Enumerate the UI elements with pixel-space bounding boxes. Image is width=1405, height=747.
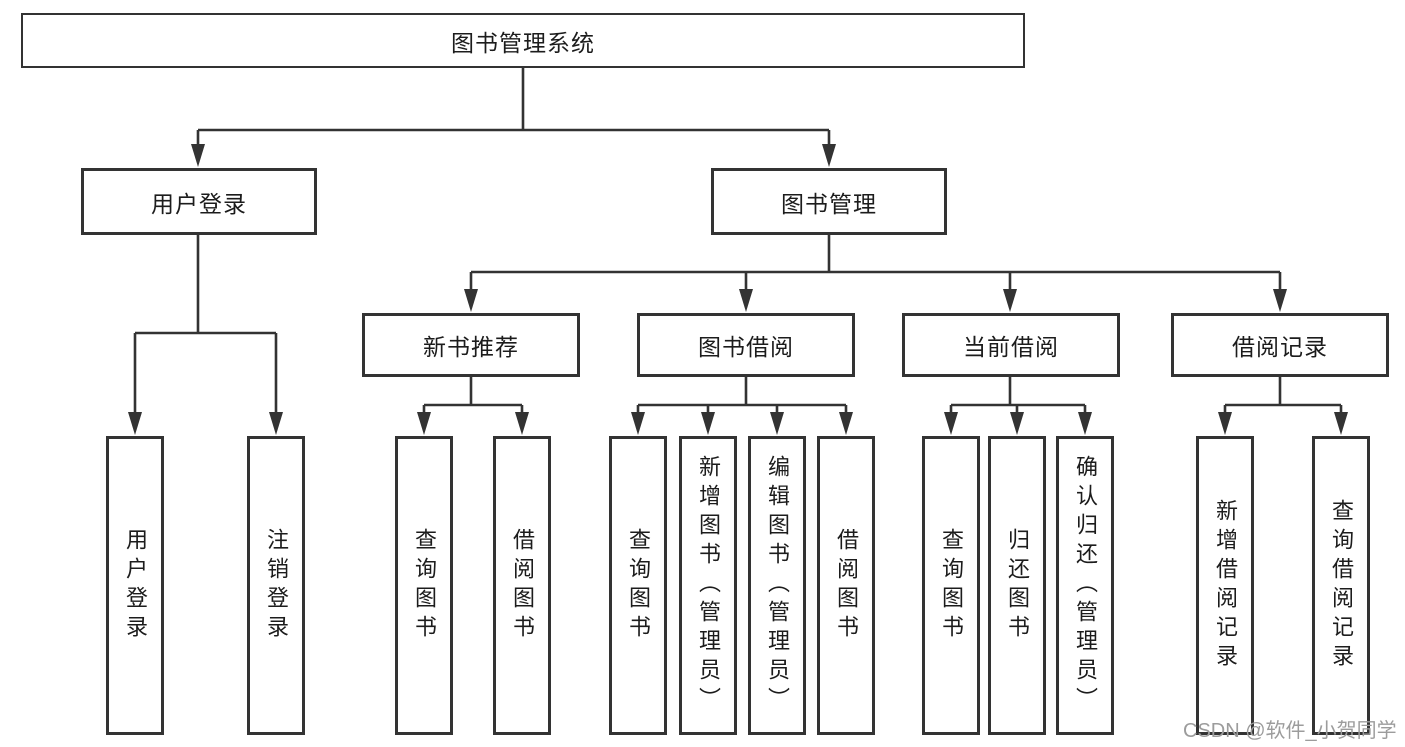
leaf-return-books: 归还图书 (988, 436, 1046, 735)
leaf-user-login: 用户登录 (106, 436, 164, 735)
leaf-query-books-borrow: 查询图书 (609, 436, 667, 735)
leaf-query-books-recommend: 查询图书 (395, 436, 453, 735)
leaf-label: 借阅图书 (834, 527, 859, 644)
leaf-label: 查询图书 (412, 527, 437, 644)
leaf-edit-books-admin: 编辑图书（管理员） (748, 436, 806, 735)
leaf-confirm-return-admin: 确认归还（管理员） (1056, 436, 1114, 735)
leaf-add-books-admin: 新增图书（管理员） (679, 436, 737, 735)
leaf-label: 新增图书（管理员） (696, 455, 721, 716)
node-library-management-system: 图书管理系统 (21, 13, 1025, 68)
node-book-borrowing: 图书借阅 (637, 313, 855, 377)
leaf-label: 查询图书 (939, 527, 964, 644)
leaf-label: 确认归还（管理员） (1073, 455, 1098, 716)
leaf-borrow-books: 借阅图书 (817, 436, 875, 735)
csdn-watermark: CSDN @软件_小贺同学 (1183, 720, 1397, 742)
leaf-borrow-books-recommend: 借阅图书 (493, 436, 551, 735)
leaf-label: 编辑图书（管理员） (765, 455, 790, 716)
leaf-query-borrow-record: 查询借阅记录 (1312, 436, 1370, 735)
leaf-query-books-current: 查询图书 (922, 436, 980, 735)
node-borrowing-records: 借阅记录 (1171, 313, 1389, 377)
leaf-label: 注销登录 (264, 527, 289, 644)
node-current-borrowing: 当前借阅 (902, 313, 1120, 377)
leaf-label: 新增借阅记录 (1213, 498, 1238, 673)
node-user-login: 用户登录 (81, 168, 317, 235)
leaf-add-borrow-record: 新增借阅记录 (1196, 436, 1254, 735)
leaf-label: 查询图书 (626, 527, 651, 644)
leaf-label: 查询借阅记录 (1329, 498, 1354, 673)
node-new-book-recommendation: 新书推荐 (362, 313, 580, 377)
leaf-label: 借阅图书 (510, 527, 535, 644)
leaf-logout: 注销登录 (247, 436, 305, 735)
leaf-label: 用户登录 (123, 527, 148, 644)
node-book-management: 图书管理 (711, 168, 947, 235)
leaf-label: 归还图书 (1005, 527, 1030, 644)
